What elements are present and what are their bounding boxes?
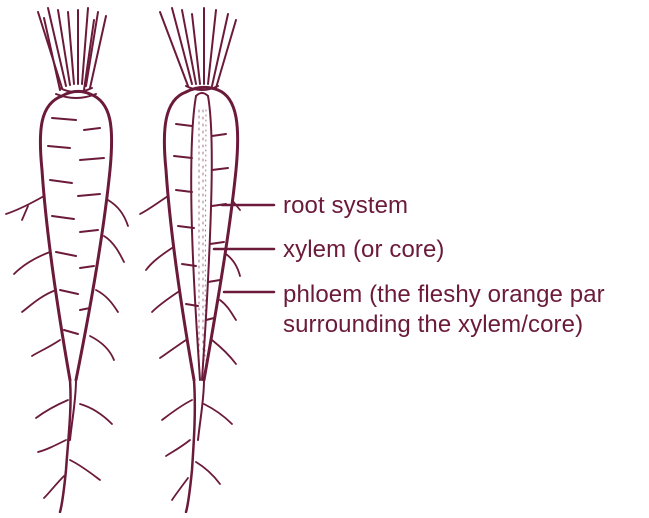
left-carrot-leaves — [38, 8, 106, 98]
leader-lines — [214, 205, 274, 292]
label-root-system: root system — [283, 192, 408, 220]
left-carrot-body — [6, 91, 128, 512]
xylem-core — [191, 93, 212, 380]
right-carrot-body — [140, 87, 240, 512]
right-carrot-leaves — [160, 8, 236, 90]
label-phloem-line1: phloem (the fleshy orange par — [283, 281, 605, 309]
label-phloem-line2: surrounding the xylem/core) — [283, 311, 583, 339]
label-xylem: xylem (or core) — [283, 236, 445, 264]
